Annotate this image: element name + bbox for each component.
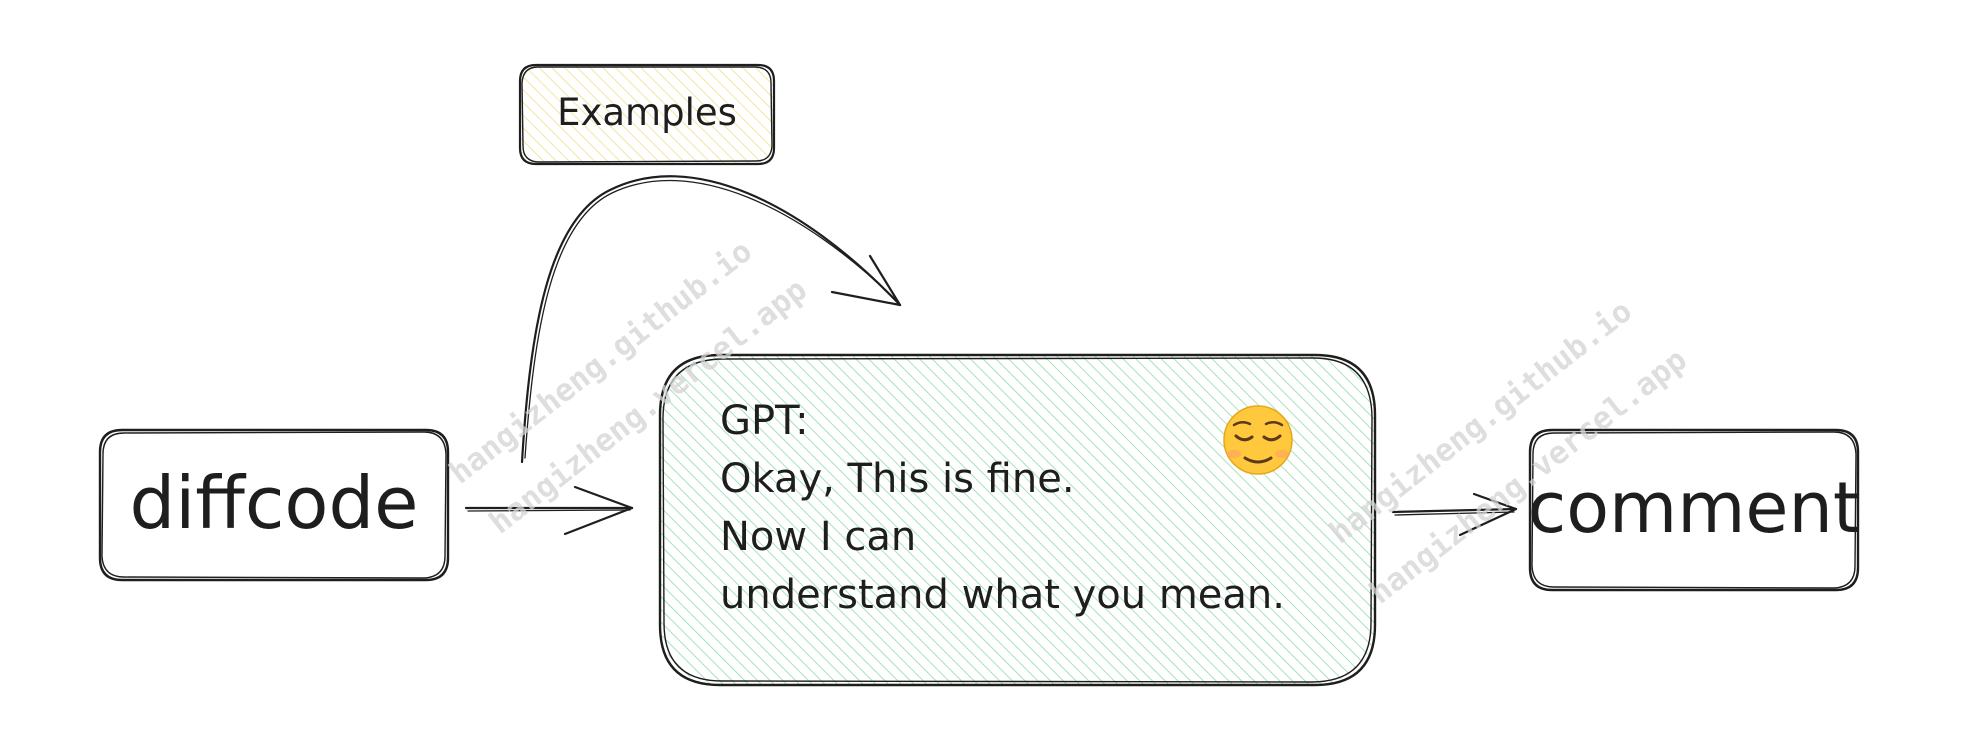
gpt-line-1: GPT:	[720, 398, 809, 444]
arrow-diffcode-to-examples-gpt	[520, 175, 902, 464]
comment-label: comment	[1528, 467, 1861, 549]
gpt-line-4: understand what you mean.	[720, 572, 1285, 618]
gpt-line-2: Okay, This is fine.	[720, 456, 1075, 502]
gpt-line-3: Now I can	[720, 514, 916, 560]
diffcode-node: diffcode	[98, 428, 450, 582]
arrow-gpt-to-comment	[1391, 492, 1518, 537]
comment-node: comment	[1528, 428, 1861, 592]
diffcode-label: diffcode	[130, 461, 419, 545]
relieved-face-icon	[1223, 405, 1293, 475]
arrow-diffcode-to-gpt	[464, 485, 634, 536]
examples-node: Examples	[518, 63, 776, 166]
gpt-node: GPT: Okay, This is fine. Now I can under…	[658, 353, 1377, 687]
examples-label: Examples	[557, 91, 737, 134]
